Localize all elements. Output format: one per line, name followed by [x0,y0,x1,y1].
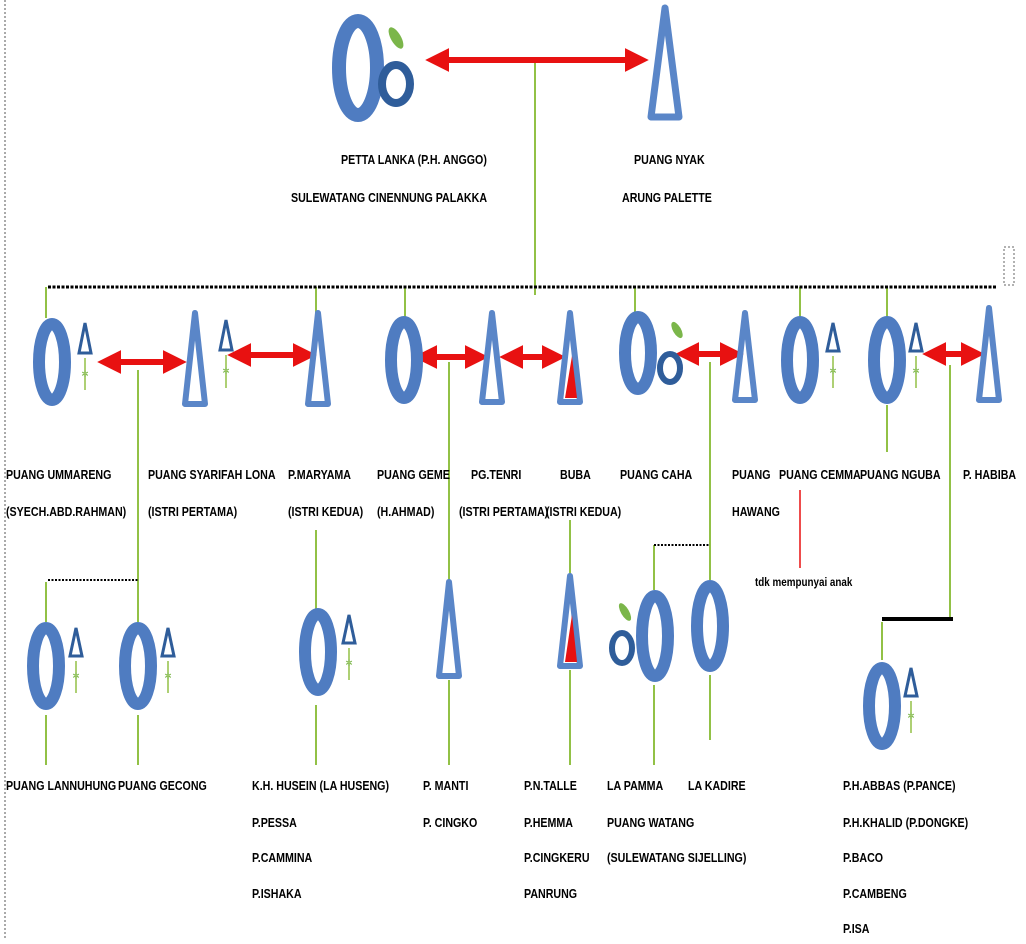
label-puang-ummareng-line2: (SYECH.ABD.RAHMAN) [6,504,127,519]
label-p-cingkeru: P.CINGKERU [524,850,590,865]
male-symbol [781,316,819,404]
svg-text:✲: ✲ [345,658,353,668]
small-female-emblem: ✲ [68,627,84,693]
label-puang-nguba: PUANG NGUBA [860,467,941,482]
label-ph-khalid: P.H.KHALID (P.DONGKE) [843,815,969,830]
label-p-habiba: P. HABIBA [963,467,1017,482]
svg-text:✲: ✲ [829,366,837,376]
connector-lines [45,60,951,765]
deceased-symbol [657,321,683,385]
label-p-cammina: P.CAMMINA [252,850,313,865]
male-symbol [299,608,337,696]
female-symbol [436,579,462,679]
label-kh-husein: K.H. HUSEIN (LA HUSENG) [252,778,390,793]
label-puang-hawang-line1: PUANG [732,467,771,482]
label-p-isa: P.ISA [843,921,870,936]
label-puang-syarifah-line2: (ISTRI PERTAMA) [148,504,238,519]
label-p-maryama-line1: P.MARYAMA [288,467,351,482]
female-symbol [647,4,683,121]
label-puang-caha: PUANG CAHA [620,467,693,482]
label-petta-lanka-line1: PETTA LANKA (P.H. ANGGO) [341,152,487,167]
marriage-arrows [97,48,985,374]
male-symbol [863,662,901,750]
small-female-emblem: ✲ [77,322,93,390]
svg-text:✲: ✲ [81,369,89,379]
male-symbol [636,590,674,682]
deceased-symbol [378,27,414,107]
male-symbol [27,622,65,710]
label-puang-watang: PUANG WATANG [607,815,695,830]
svg-text:✲: ✲ [907,711,915,721]
label-puang-hawang-line2: HAWANG [732,504,780,519]
page-border-marker [1003,246,1015,286]
label-puang-nyak-line1: PUANG NYAK [634,152,705,167]
male-symbol [332,14,384,122]
label-buba-line1: BUBA [560,467,591,482]
small-female-emblem: ✲ [218,319,234,388]
label-petta-lanka-line2: SULEWATANG CINENNUNG PALAKKA [291,190,488,205]
female-symbol [305,310,331,407]
label-pn-talle: P.N.TALLE [524,778,577,793]
male-symbol [385,316,423,404]
label-puang-geme-line1: PUANG GEME [377,467,450,482]
label-p-cingko: P. CINGKO [423,815,478,830]
svg-text:✲: ✲ [72,671,80,681]
note-tdk-mempunyai-anak: tdk mempunyai anak [755,575,853,589]
label-panrung: PANRUNG [524,886,578,901]
svg-text:✲: ✲ [912,366,920,376]
label-puang-gecong: PUANG GECONG [118,778,207,793]
label-la-pamma: LA PAMMA [607,778,664,793]
label-p-hemma: P.HEMMA [524,815,573,830]
male-symbol [619,311,657,395]
label-pg-tenri-line2: (ISTRI PERTAMA) [459,504,549,519]
male-symbol [691,580,729,672]
svg-text:✲: ✲ [222,366,230,376]
small-female-emblem: ✲ [908,322,924,388]
small-female-emblem: ✲ [903,667,919,733]
label-puang-cemma: PUANG CEMMA [779,467,861,482]
small-female-emblem: ✲ [160,627,176,693]
deceased-female-symbol [557,573,583,669]
deceased-symbol [609,603,635,666]
small-female-emblem: ✲ [825,322,841,388]
label-p-pessa: P.PESSA [252,815,297,830]
deceased-female-symbol [557,310,583,405]
svg-text:✲: ✲ [164,671,172,681]
male-symbol [868,316,906,404]
label-p-cambeng: P.CAMBENG [843,886,907,901]
male-symbol [119,622,157,710]
female-symbol [479,310,505,405]
label-p-baco: P.BACO [843,850,884,865]
male-symbol [33,318,71,406]
label-p-maryama-line2: (ISTRI KEDUA) [288,504,364,519]
label-p-ishaka: P.ISHAKA [252,886,302,901]
label-la-kadire: LA KADIRE [688,778,746,793]
female-symbol [182,310,208,407]
label-buba-line2: (ISTRI KEDUA) [546,504,622,519]
label-puang-syarifah-line1: PUANG SYARIFAH LONA [148,467,276,482]
small-female-emblem: ✲ [341,614,357,680]
label-sulewatang-sijelling: (SULEWATANG SIJELLING) [607,850,747,865]
female-symbol [976,305,1002,403]
label-puang-lannuhung: PUANG LANNUHUNG [6,778,117,793]
label-pg-tenri-line1: PG.TENRI [471,467,522,482]
label-puang-nyak-line2: ARUNG PALETTE [622,190,712,205]
female-symbol [732,310,758,403]
label-puang-geme-line2: (H.AHMAD) [377,504,435,519]
label-ph-abbas: P.H.ABBAS (P.PANCE) [843,778,956,793]
label-p-manti: P. MANTI [423,778,469,793]
label-puang-ummareng-line1: PUANG UMMARENG [6,467,112,482]
